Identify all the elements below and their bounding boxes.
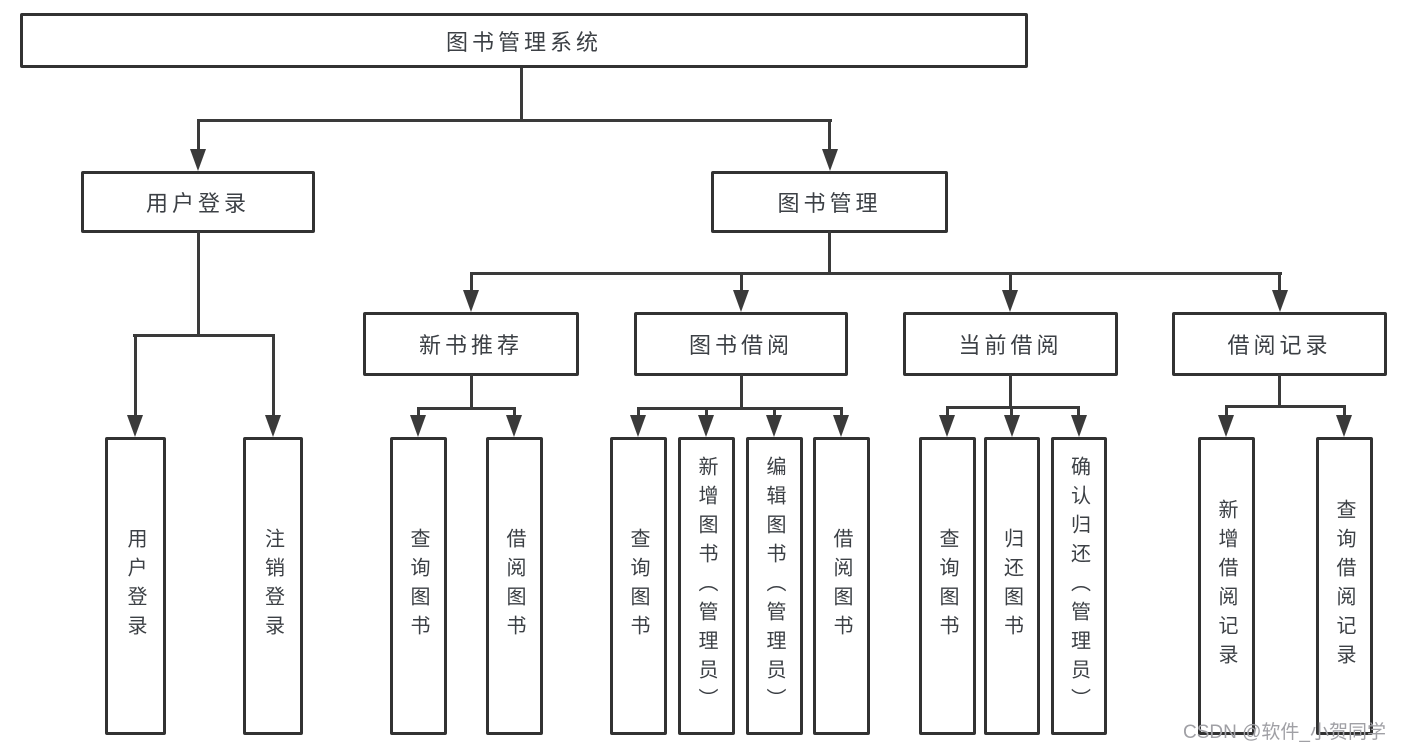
node-book-borrow-label: 图书借阅 (688, 333, 793, 358)
leaf-return-book-label: 归还图书 (1000, 528, 1023, 644)
connector-line (272, 334, 275, 418)
leaf-add-borrow-record-label: 新增借阅记录 (1215, 499, 1237, 673)
node-borrow-records: 借阅记录 (1172, 312, 1387, 376)
connector-line (133, 334, 274, 337)
connector-line (513, 407, 516, 418)
connector-line (946, 406, 949, 418)
node-user-login-label: 用户登录 (145, 191, 250, 216)
arrow-down-icon (463, 290, 479, 312)
leaf-edit-book-admin-label: 编辑图书（管理员） (763, 455, 785, 717)
node-user-login: 用户登录 (81, 171, 315, 233)
arrow-down-icon (1002, 290, 1018, 312)
node-book-borrow: 图书借阅 (634, 312, 848, 376)
arrow-down-icon (630, 415, 646, 437)
leaf-logout-login: 注销登录 (243, 437, 303, 735)
connector-line (1010, 406, 1013, 418)
leaf-logout-login-label: 注销登录 (261, 528, 284, 644)
leaf-borrow-book-recommend: 借阅图书 (486, 437, 543, 735)
connector-line (773, 407, 776, 418)
arrow-down-icon (698, 415, 714, 437)
connector-line (470, 272, 1282, 275)
node-borrow-records-label: 借阅记录 (1227, 333, 1332, 358)
csdn-watermark: CSDN @软件_小贺同学 (1183, 722, 1386, 743)
arrow-down-icon (506, 415, 522, 437)
connector-line (1226, 405, 1346, 408)
node-new-book-recommend: 新书推荐 (363, 312, 579, 376)
connector-line (1009, 374, 1012, 407)
connector-line (418, 407, 516, 410)
connector-line (637, 407, 640, 418)
arrow-down-icon (766, 415, 782, 437)
leaf-query-book-recommend: 查询图书 (390, 437, 447, 735)
arrow-down-icon (1336, 415, 1352, 437)
connector-line (197, 119, 832, 122)
connector-line (1278, 272, 1281, 292)
leaf-query-book-borrow: 查询图书 (610, 437, 667, 735)
arrow-down-icon (1218, 415, 1234, 437)
leaf-query-borrow-record: 查询借阅记录 (1316, 437, 1373, 735)
connector-line (1009, 272, 1012, 292)
arrow-down-icon (410, 415, 426, 437)
node-root-label: 图书管理系统 (445, 29, 602, 55)
arrow-down-icon (733, 290, 749, 312)
connector-line (470, 272, 473, 292)
leaf-query-book-current: 查询图书 (919, 437, 976, 735)
connector-line (1343, 405, 1346, 418)
leaf-add-book-admin: 新增图书（管理员） (678, 437, 735, 735)
connector-line (705, 407, 708, 418)
node-new-book-recommend-label: 新书推荐 (418, 333, 523, 358)
node-current-borrow: 当前借阅 (903, 312, 1118, 376)
connector-line (1225, 405, 1228, 418)
arrow-down-icon (265, 415, 281, 437)
leaf-confirm-return-admin: 确认归还（管理员） (1051, 437, 1107, 735)
connector-line (417, 407, 420, 418)
connector-line (520, 68, 523, 121)
connector-line (197, 119, 200, 150)
connector-line (197, 231, 200, 335)
node-root: 图书管理系统 (20, 13, 1028, 68)
leaf-query-book-current-label: 查询图书 (936, 528, 958, 644)
leaf-user-login: 用户登录 (105, 437, 166, 735)
leaf-add-book-admin-label: 新增图书（管理员） (695, 455, 717, 717)
arrow-down-icon (822, 149, 838, 171)
leaf-borrow-book: 借阅图书 (813, 437, 870, 735)
node-book-management-label: 图书管理 (777, 191, 882, 216)
arrow-down-icon (833, 415, 849, 437)
leaf-user-login-label: 用户登录 (124, 528, 146, 644)
connector-line (740, 272, 743, 292)
arrow-down-icon (1004, 415, 1020, 437)
connector-line (1278, 374, 1281, 406)
leaf-confirm-return-admin-label: 确认归还（管理员） (1067, 455, 1090, 717)
connector-line (740, 374, 743, 408)
connector-line (947, 406, 1080, 409)
leaf-query-book-borrow-label: 查询图书 (627, 528, 649, 644)
leaf-borrow-book-label: 借阅图书 (830, 528, 852, 644)
arrow-down-icon (127, 415, 143, 437)
leaf-return-book: 归还图书 (984, 437, 1040, 735)
leaf-query-book-recommend-label: 查询图书 (407, 528, 429, 644)
arrow-down-icon (939, 415, 955, 437)
connector-line (134, 334, 137, 418)
connector-line (828, 231, 831, 273)
connector-line (840, 407, 843, 418)
arrow-down-icon (1071, 415, 1087, 437)
connector-line (638, 407, 843, 410)
leaf-add-borrow-record: 新增借阅记录 (1198, 437, 1255, 735)
arrow-down-icon (190, 149, 206, 171)
connector-line (470, 374, 473, 408)
connector-line (828, 119, 831, 150)
leaf-edit-book-admin: 编辑图书（管理员） (746, 437, 803, 735)
leaf-borrow-book-recommend-label: 借阅图书 (503, 528, 525, 644)
node-current-borrow-label: 当前借阅 (958, 333, 1063, 358)
arrow-down-icon (1272, 290, 1288, 312)
leaf-query-borrow-record-label: 查询借阅记录 (1333, 499, 1355, 673)
node-book-management: 图书管理 (711, 171, 948, 233)
connector-line (1077, 406, 1080, 418)
